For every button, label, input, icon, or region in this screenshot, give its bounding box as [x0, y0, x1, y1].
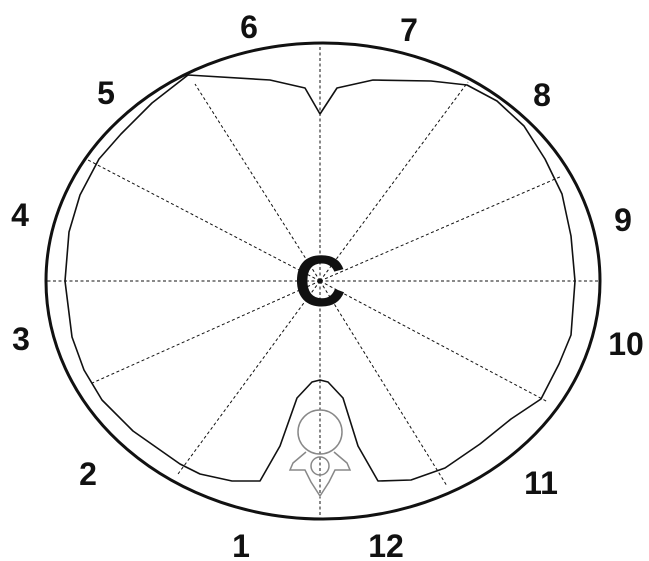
divider-line	[88, 160, 320, 281]
segment-label-11: 11	[524, 465, 558, 501]
segment-label-9: 9	[614, 202, 632, 238]
segment-label-12: 12	[368, 528, 404, 561]
segment-label-4: 4	[11, 197, 29, 233]
segment-label-1: 1	[232, 528, 250, 561]
segment-label-7: 7	[400, 12, 418, 48]
divider-line	[320, 176, 562, 281]
segment-label-10: 10	[608, 326, 644, 362]
segment-label-8: 8	[533, 77, 551, 113]
segment-label-2: 2	[79, 456, 97, 492]
divider-line	[90, 281, 320, 384]
divider-line	[320, 281, 548, 402]
segment-label-6: 6	[240, 9, 258, 45]
segment-label-3: 3	[12, 321, 30, 357]
center-label: C	[294, 242, 346, 322]
segment-label-5: 5	[97, 75, 115, 111]
